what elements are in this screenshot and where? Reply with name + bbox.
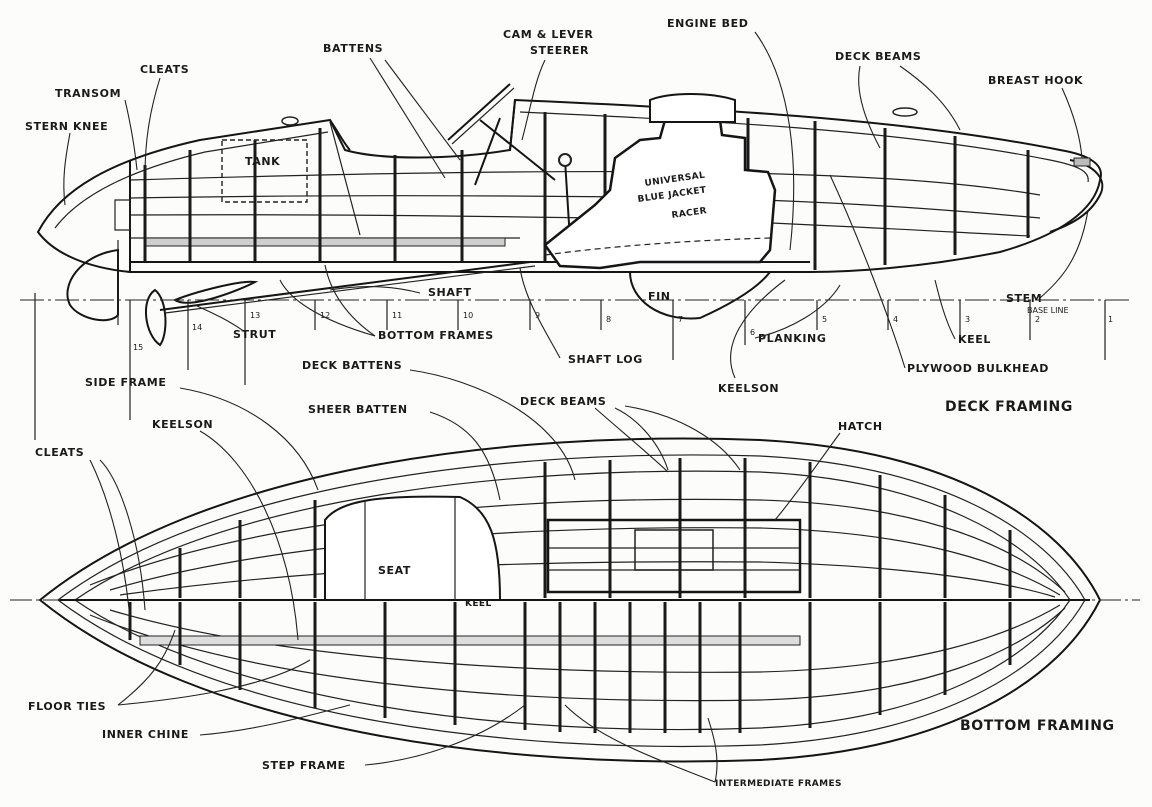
label-seat: SEAT — [378, 564, 411, 577]
deck-fitting — [892, 107, 918, 117]
bottom-frames-plan — [128, 602, 1012, 733]
station-ticks — [34, 293, 1106, 440]
label-stem: STEM — [1006, 292, 1042, 305]
station-number: 11 — [392, 311, 402, 320]
label-base-line: BASE LINE — [1027, 306, 1069, 315]
deck-batten-2 — [109, 527, 1061, 596]
station-numbers: 15 14 13 12 11 10 9 8 7 6 5 4 3 2 1 — [133, 311, 1113, 352]
label-step-frame: STEP FRAME — [262, 759, 346, 772]
cockpit-edge-aft — [329, 119, 351, 151]
station-number: 7 — [678, 315, 683, 324]
station-number: 3 — [965, 315, 970, 324]
bottom-framing-title: BOTTOM FRAMING — [960, 718, 1115, 734]
engine-bed-line — [544, 237, 771, 256]
label-stern-knee: STERN KNEE — [25, 120, 108, 133]
hatch — [546, 518, 802, 594]
engine-label-3: RACER — [671, 206, 708, 221]
station-number: 9 — [535, 311, 540, 320]
station-number: 8 — [606, 315, 611, 324]
side-leader-lines — [63, 31, 1089, 379]
label-hatch: HATCH — [838, 420, 883, 433]
label-plywood-bulkhead: PLYWOOD BULKHEAD — [907, 362, 1049, 375]
label-floor-ties: FLOOR TIES — [28, 700, 106, 713]
label-keelson-plan: KEELSON — [152, 418, 213, 431]
cockpit-edge-fwd — [509, 99, 516, 151]
label-sheer-batten: SHEER BATTEN — [308, 403, 408, 416]
label-shaft-log: SHAFT LOG — [568, 353, 643, 366]
steering-wheel — [447, 83, 511, 141]
bottom-boards — [144, 237, 506, 247]
stem — [1049, 159, 1104, 233]
hull-profile — [36, 98, 1102, 273]
sheer-line-fwd — [519, 111, 1089, 183]
label-bottom-frames: BOTTOM FRAMES — [378, 329, 494, 342]
station-number: 2 — [1035, 315, 1040, 324]
station-number: 15 — [133, 343, 143, 352]
shaft — [159, 261, 531, 311]
batten-1 — [129, 170, 1041, 196]
label-side-frame: SIDE FRAME — [85, 376, 166, 389]
station-number: 10 — [463, 311, 473, 320]
label-intermediate-frames: INTERMEDIATE FRAMES — [715, 779, 842, 789]
label-deck-beams-side: DECK BEAMS — [835, 50, 921, 63]
station-number: 12 — [320, 311, 330, 320]
strut — [172, 280, 259, 304]
deck-beams — [178, 458, 1012, 598]
rudder — [66, 248, 119, 322]
breast-hook — [1073, 157, 1091, 167]
tank — [221, 139, 308, 203]
station-number: 4 — [893, 315, 898, 324]
keelson-plan — [139, 635, 801, 646]
label-battens: BATTENS — [323, 42, 383, 55]
sheer-line-aft — [54, 131, 329, 229]
seat-back — [329, 121, 361, 236]
propeller — [144, 288, 167, 347]
shaft-lower — [164, 265, 536, 314]
tank-cap — [281, 116, 299, 126]
label-shaft: SHAFT — [428, 286, 472, 299]
side-elevation: TANK UNIVERSAL BLUE JACKET RACER — [20, 17, 1130, 440]
label-transom: TRANSOM — [55, 87, 121, 100]
label-inner-chine: INNER CHINE — [102, 728, 189, 741]
fin — [629, 271, 771, 320]
station-number: 13 — [250, 311, 260, 320]
label-cleats: CLEATS — [140, 63, 189, 76]
station-number: 5 — [822, 315, 827, 324]
hatch-opening — [634, 529, 714, 571]
station-number: 6 — [750, 328, 755, 337]
label-cam-lever-1: CAM & LEVER — [503, 28, 593, 41]
label-deck-beams-plan: DECK BEAMS — [520, 395, 606, 408]
label-deck-battens: DECK BATTENS — [302, 359, 402, 372]
seat — [324, 495, 502, 601]
label-engine-bed: ENGINE BED — [667, 17, 748, 30]
steering-lever — [474, 117, 501, 186]
label-planking: PLANKING — [758, 332, 826, 345]
label-keel-plan: KEEL — [465, 599, 492, 609]
control-knob — [558, 153, 572, 167]
stern-knee — [114, 199, 131, 231]
label-cleats-plan: CLEATS — [35, 446, 84, 459]
plan-leader-lines — [89, 369, 841, 783]
tank-label: TANK — [245, 155, 280, 168]
station-number: 1 — [1108, 315, 1113, 324]
label-keel-side: KEEL — [958, 333, 991, 346]
label-fin: FIN — [648, 290, 671, 303]
engine-hatch-bulge — [649, 93, 736, 123]
station-number: 14 — [192, 323, 202, 332]
deck-framing-title: DECK FRAMING — [945, 399, 1073, 415]
label-cam-lever-2: STEERER — [530, 44, 589, 57]
steering-column — [479, 119, 556, 181]
label-breast-hook: BREAST HOOK — [988, 74, 1083, 87]
deck-batten-3 — [119, 561, 1056, 598]
label-strut: STRUT — [233, 328, 276, 341]
label-keelson-side: KEELSON — [718, 382, 779, 395]
plan-view: SEAT KEEL DECK FRAMING BOTTOM FRAMING DE… — [10, 359, 1140, 789]
